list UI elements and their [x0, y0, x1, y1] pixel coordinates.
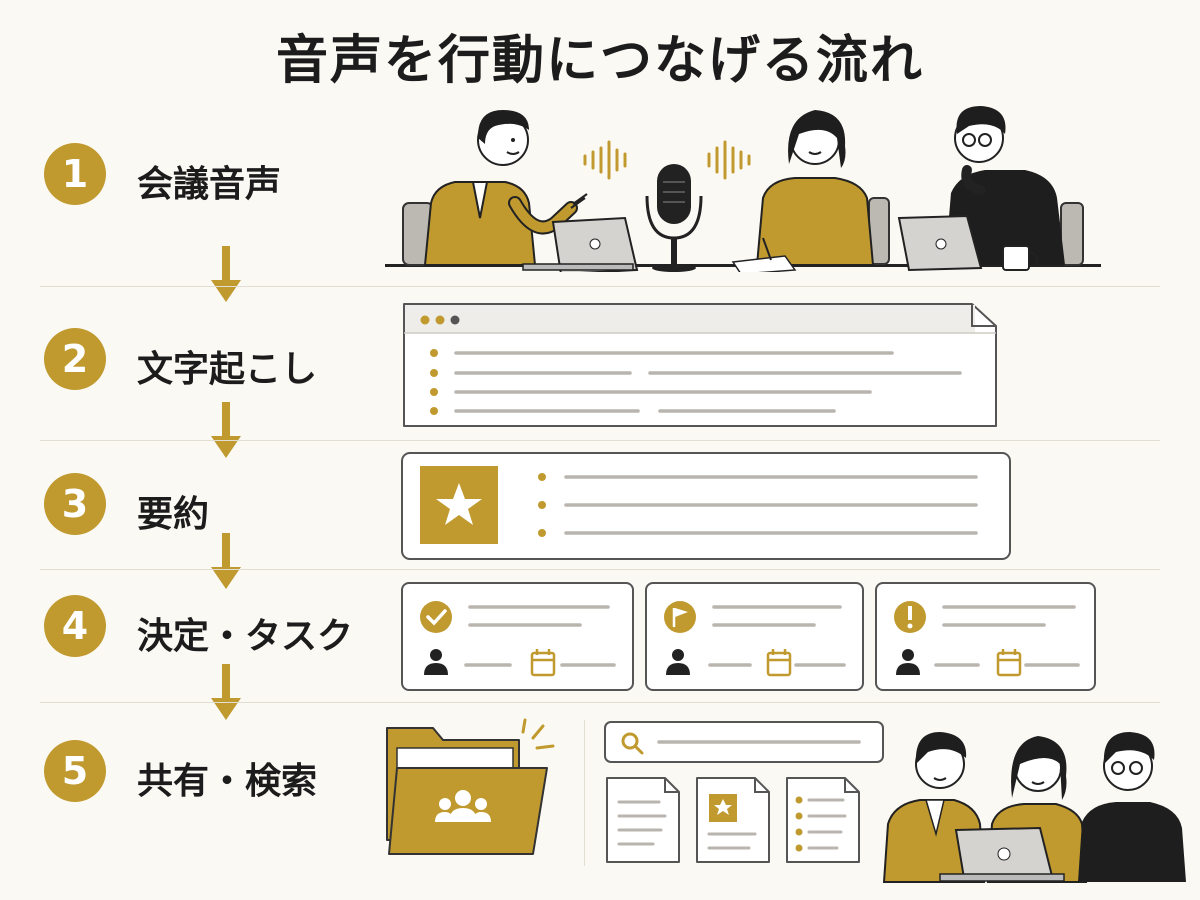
step-3-label: 要約	[137, 494, 210, 535]
decision-task-card-flag	[645, 582, 864, 691]
arrow-1-to-2-icon	[211, 246, 241, 302]
coffee-mug-icon	[1002, 245, 1039, 271]
step-2-number: 2	[44, 328, 106, 390]
decision-task-card-alert	[875, 582, 1096, 691]
sound-wave-right-icon	[707, 140, 751, 180]
person-left-icon	[882, 732, 986, 883]
transcript-document-window	[403, 303, 997, 427]
calendar-icon	[530, 649, 556, 677]
microphone-icon	[645, 164, 703, 272]
arrow-4-to-5-icon	[211, 664, 241, 720]
summary-card	[401, 452, 1011, 560]
separator	[40, 702, 1160, 703]
step-5-number: 5	[44, 740, 106, 802]
step-4-number: 4	[44, 595, 106, 657]
decision-task-card-check	[401, 582, 634, 691]
person-icon	[666, 649, 690, 675]
search-results-documents	[606, 777, 860, 863]
diagram-title: 音声を行動につなげる流れ	[275, 31, 924, 91]
step-2-label: 文字起こし	[137, 349, 318, 390]
flag-icon	[664, 601, 696, 633]
step-1-number: 1	[44, 143, 106, 205]
step-3-number: 3	[44, 473, 106, 535]
laptop-icon	[522, 216, 639, 272]
document-icon	[786, 777, 860, 863]
step-1-label: 会議音声	[137, 164, 282, 205]
separator	[40, 569, 1160, 570]
person-icon	[424, 649, 448, 675]
check-icon	[420, 601, 452, 633]
separator	[40, 440, 1160, 441]
person-right-icon	[945, 106, 1065, 265]
search-bar	[604, 721, 884, 763]
separator	[40, 286, 1160, 287]
calendar-icon	[996, 649, 1022, 677]
shared-folder-icon	[386, 718, 555, 855]
person-right-icon	[1078, 732, 1186, 882]
laptop-icon	[897, 214, 983, 272]
document-icon	[606, 777, 680, 863]
person-center-icon	[731, 110, 875, 272]
person-icon	[896, 649, 920, 675]
vertical-divider	[584, 720, 585, 866]
step-5-label: 共有・検索	[137, 761, 318, 802]
document-icon	[696, 777, 770, 863]
search-icon	[621, 732, 644, 755]
arrow-2-to-3-icon	[211, 402, 241, 458]
arrow-3-to-4-icon	[211, 533, 241, 589]
calendar-icon	[766, 649, 792, 677]
group-icon	[435, 790, 491, 822]
meeting-illustration	[385, 106, 1101, 272]
laptop-icon	[939, 826, 1065, 882]
team-illustration	[882, 732, 1186, 883]
sound-wave-left-icon	[583, 140, 627, 180]
step-4-label: 決定・タスク	[137, 616, 354, 657]
